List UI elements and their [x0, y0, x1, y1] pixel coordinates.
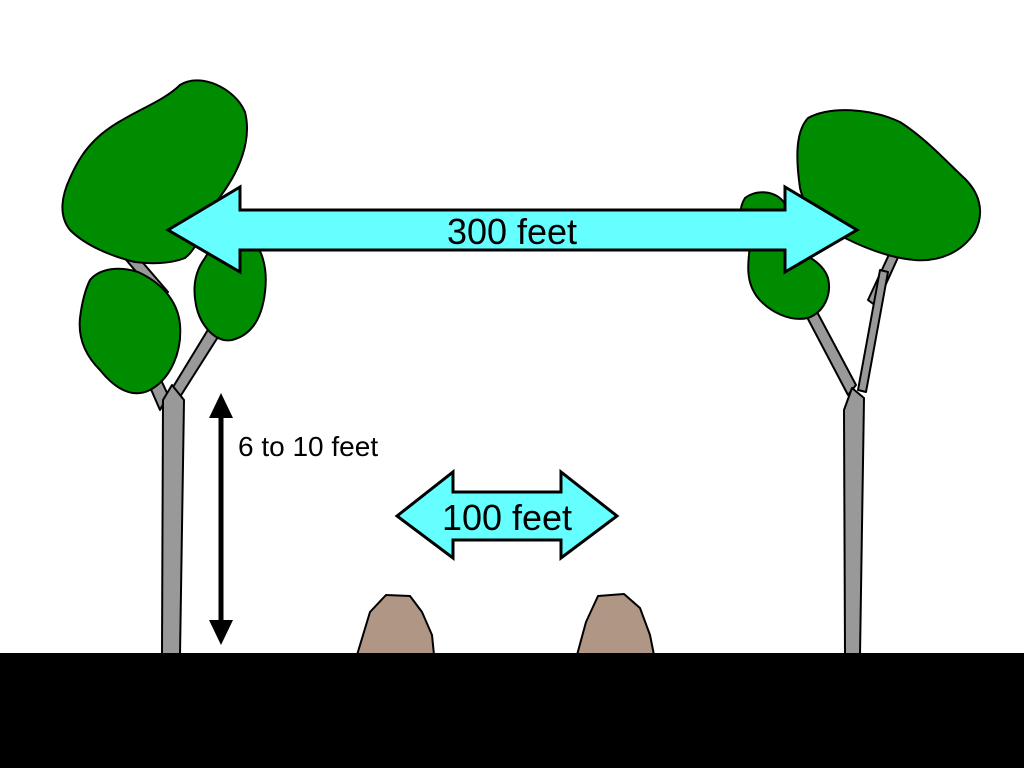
left-foliage-lower — [78, 267, 182, 395]
right-tree-branch-mid — [857, 269, 889, 393]
height-arrow: 6 to 10 feet — [209, 393, 378, 645]
height-range-label: 6 to 10 feet — [238, 431, 378, 462]
ground — [0, 653, 1024, 768]
height-arrow-head-bottom — [209, 620, 233, 645]
rock-right — [576, 593, 655, 656]
left-tree-trunk-main — [161, 384, 185, 656]
right-tree — [739, 109, 982, 656]
rock-left — [356, 594, 435, 656]
right-tree-trunk — [797, 247, 901, 656]
right-tree-trunk-main — [843, 387, 865, 656]
wide-span-arrow: 300 feet — [165, 184, 860, 275]
wide-span-arrow-shape — [165, 184, 860, 275]
narrow-span-label: 100 feet — [442, 497, 572, 538]
left-tree — [61, 79, 267, 656]
narrow-span-arrow-shape — [394, 468, 620, 561]
narrow-span-arrow: 100 feet — [394, 468, 620, 561]
rocks — [356, 593, 655, 656]
wide-span-label: 300 feet — [447, 211, 577, 252]
height-arrow-head-top — [209, 393, 233, 418]
